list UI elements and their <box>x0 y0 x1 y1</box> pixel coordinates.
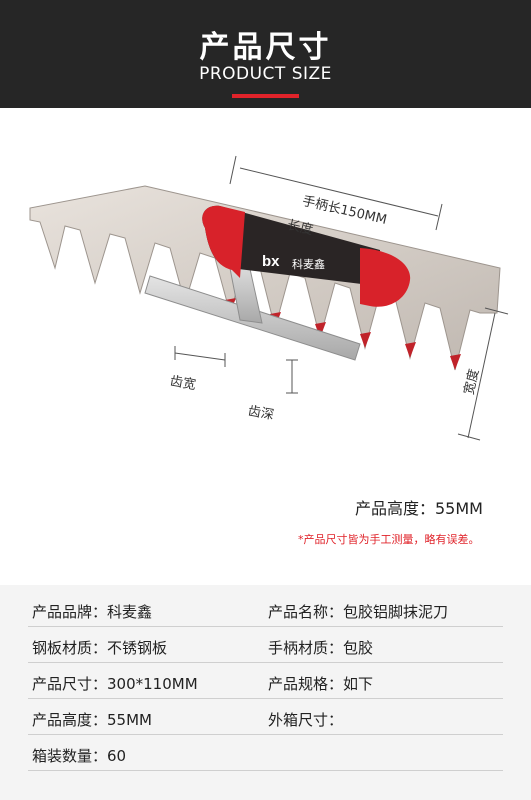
spec-plate-material: 钢板材质：不锈钢板 <box>32 639 168 657</box>
tooth-dimensions <box>174 346 298 394</box>
brand-logo: bx <box>262 253 280 270</box>
spec-height: 产品高度：55MM <box>32 711 152 729</box>
product-height-dimension: 产品高度：55MM <box>355 499 483 518</box>
row-divider <box>28 662 503 663</box>
header-banner: 产品尺寸 PRODUCT SIZE <box>0 0 531 108</box>
spec-specification: 产品规格：如下 <box>268 675 374 693</box>
page-title: 产品尺寸 <box>199 30 332 65</box>
handle-length-dimension <box>229 155 443 231</box>
row-divider <box>28 698 503 699</box>
trowel-illustration: bx 科麦鑫 <box>29 155 509 441</box>
product-image-area: bx 科麦鑫 手柄长150MM 长度 宽度 齿宽 齿深 <box>0 108 531 508</box>
measurement-note: *产品尺寸皆为手工测量，略有误差。 <box>298 533 480 546</box>
trowel-handle: bx 科麦鑫 <box>202 205 411 307</box>
spec-box-size: 外箱尺寸： <box>268 711 344 729</box>
spec-product-name: 产品名称：包胶铝脚抹泥刀 <box>268 603 449 621</box>
spec-box-quantity: 箱装数量：60 <box>32 747 127 765</box>
spec-size: 产品尺寸：300*110MM <box>32 675 198 693</box>
spec-row: 产品品牌：科麦鑫 产品名称：包胶铝脚抹泥刀 <box>0 591 531 627</box>
spec-table: 产品品牌：科麦鑫 产品名称：包胶铝脚抹泥刀 钢板材质：不锈钢板 手柄材质：包胶 … <box>0 585 531 800</box>
brand-logo-text: 科麦鑫 <box>292 257 325 271</box>
spec-row: 钢板材质：不锈钢板 手柄材质：包胶 <box>0 627 531 663</box>
width-dimension <box>457 307 509 441</box>
spec-row: 产品尺寸：300*110MM 产品规格：如下 <box>0 663 531 699</box>
row-divider <box>28 770 503 771</box>
spec-row: 箱装数量：60 <box>0 735 531 771</box>
title-accent-bar <box>232 94 299 98</box>
row-divider <box>28 734 503 735</box>
spec-brand: 产品品牌：科麦鑫 <box>32 603 153 621</box>
page-subtitle: PRODUCT SIZE <box>199 64 332 84</box>
spec-handle-material: 手柄材质：包胶 <box>268 639 374 657</box>
row-divider <box>28 626 503 627</box>
spec-row: 产品高度：55MM 外箱尺寸： <box>0 699 531 735</box>
